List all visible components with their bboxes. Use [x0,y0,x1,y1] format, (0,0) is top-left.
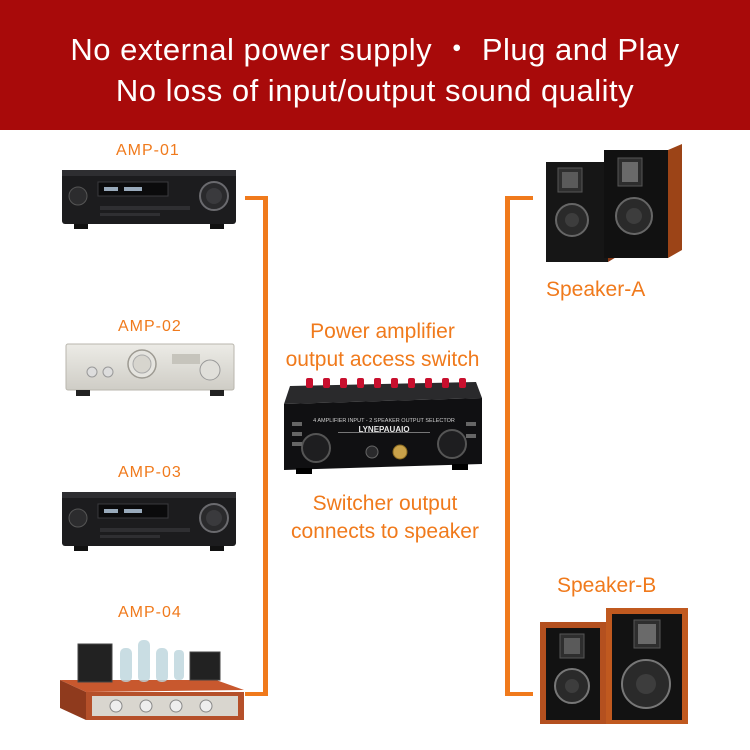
amp-02-label: AMP-02 [118,318,182,335]
speaker-b-image [540,608,688,724]
amp-bracket-tick-04 [245,692,267,696]
amp-02-integrated-image [65,343,235,396]
amp-01-receiver-image [62,170,236,229]
switch-input-caption: Power amplifier output access switch [280,318,485,374]
amp-03-label: AMP-03 [118,464,182,481]
speaker-bracket-tick-b [505,692,533,696]
header-banner: No external power supply ・ Plug and Play… [0,0,750,130]
banner-subheadline: No loss of input/output sound quality [115,73,635,108]
switch-brand-logo: LYNEPAUAIO [358,425,409,434]
switch-input-caption-line1: Power amplifier [310,320,455,343]
switch-output-caption: Switcher output connects to speaker [280,490,490,546]
speaker-selector-switch-image: 4 AMPLIFIER INPUT - 2 SPEAKER OUTPUT SEL… [284,378,482,474]
switch-output-caption-line1: Switcher output [312,492,458,515]
speaker-a-image [546,144,682,262]
switch-output-caption-line2: connects to speaker [291,520,479,543]
speaker-bracket-tick-a [505,196,533,200]
amp-04-tube-amplifier-image [60,640,244,720]
amp-03-receiver-image [62,492,236,551]
speaker-a-label: Speaker-A [546,278,646,301]
switch-input-caption-line2: output access switch [285,348,480,371]
amp-04-label: AMP-04 [118,604,182,621]
amp-01-label: AMP-01 [116,142,180,159]
amp-bracket-line [263,196,268,696]
amp-bracket-tick-01 [245,196,267,200]
speaker-b-label: Speaker-B [557,574,657,597]
switch-panel-header: 4 AMPLIFIER INPUT - 2 SPEAKER OUTPUT SEL… [313,418,455,424]
banner-headline: No external power supply ・ Plug and Play [70,32,680,67]
speaker-bracket-line [505,196,510,696]
